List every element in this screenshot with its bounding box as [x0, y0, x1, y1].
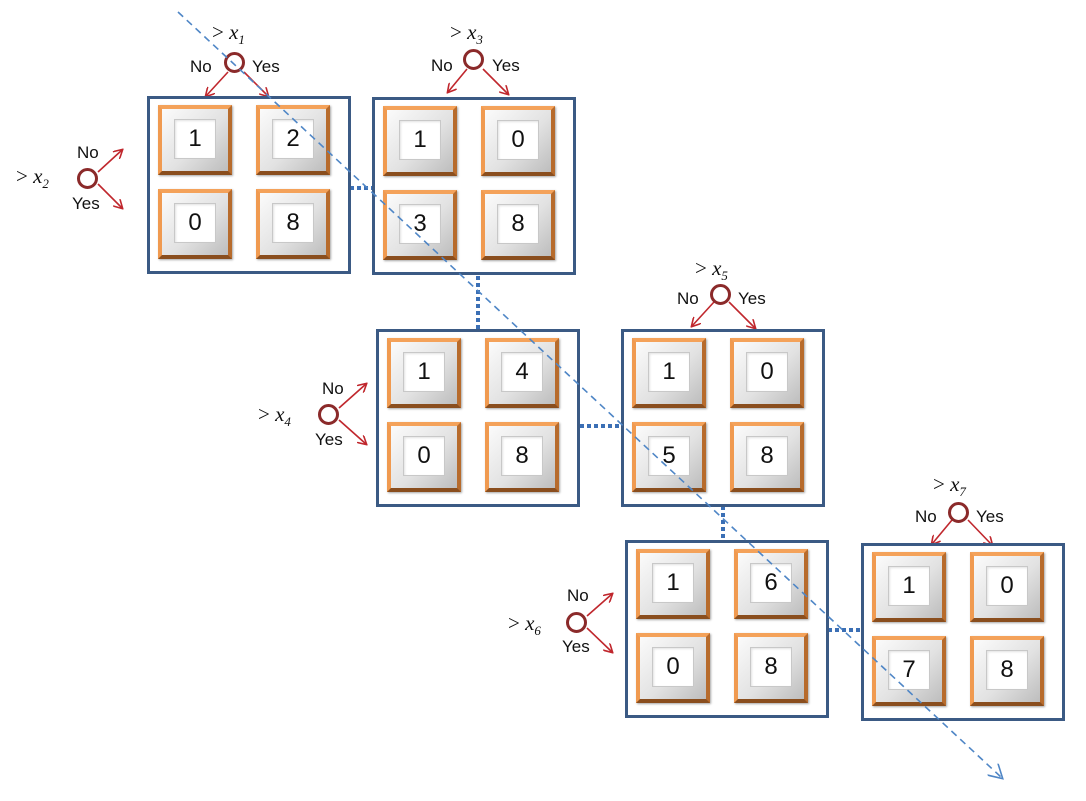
box-connectors — [350, 186, 861, 632]
split-arrows — [97, 68, 992, 652]
